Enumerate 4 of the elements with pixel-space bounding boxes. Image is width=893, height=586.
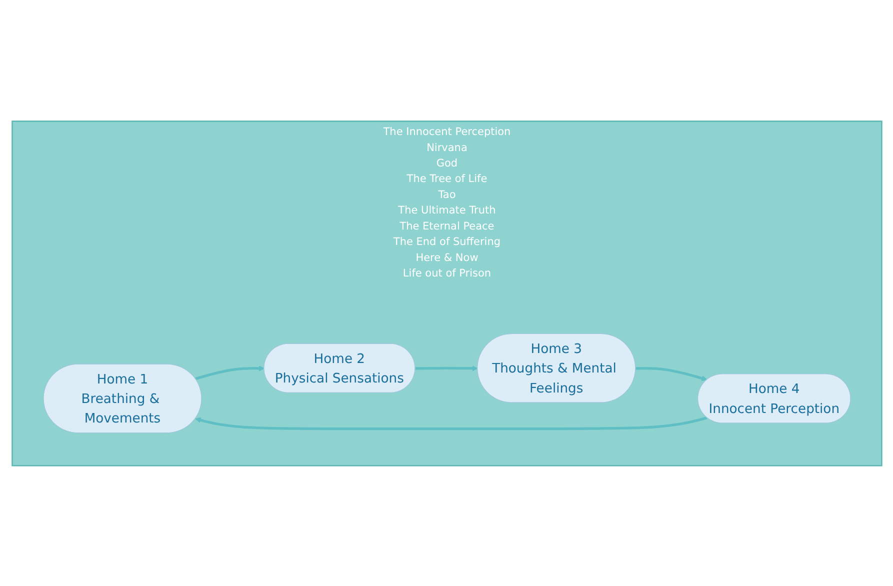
arrow <box>635 366 707 381</box>
arrow <box>194 365 264 380</box>
arrow <box>414 365 478 371</box>
arrow <box>194 416 707 430</box>
